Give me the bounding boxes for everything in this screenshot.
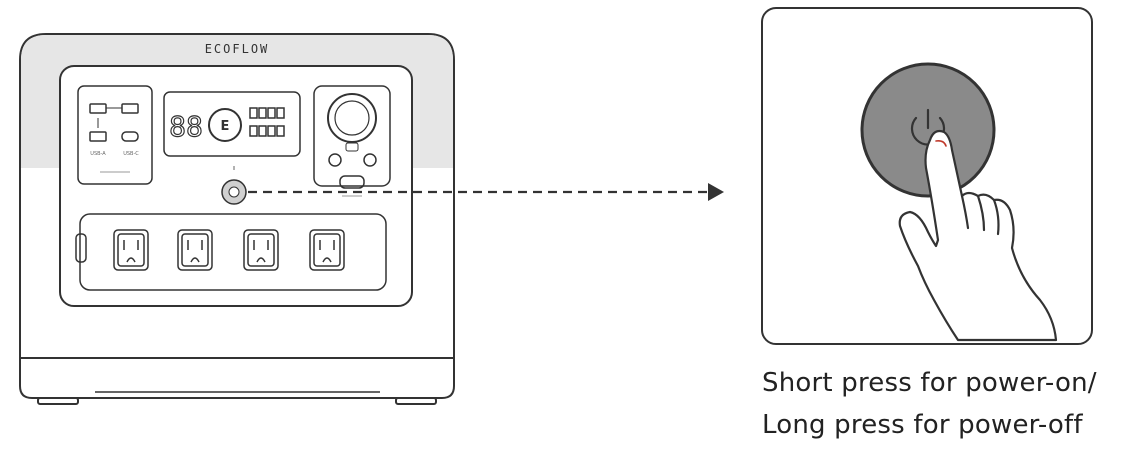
- ac-outlet-2: [177, 229, 213, 271]
- usb-a-port-3: [89, 131, 107, 142]
- battery-ring: [208, 108, 242, 142]
- ac-outlet-1: [113, 229, 149, 271]
- power-station: ECOFLOW USB-A USB-C 88 E: [19, 33, 455, 405]
- dc-port-left: [328, 153, 342, 167]
- dashed-arrow: [248, 183, 724, 201]
- display-digits: 88: [169, 110, 203, 143]
- usb-c-port-1: [121, 131, 139, 142]
- usb-c-port-2: [339, 175, 365, 189]
- dc-port-right: [363, 153, 377, 167]
- usb-a-label: USB-A: [90, 151, 106, 157]
- svg-text:E: E: [221, 119, 230, 134]
- hand-illustration: [898, 129, 1058, 342]
- caption-line-2: Long press for power-off: [762, 410, 1083, 440]
- caption-line-1: Short press for power-on/: [762, 368, 1097, 398]
- arrow-head: [708, 183, 724, 201]
- ac-outlet-3: [243, 229, 279, 271]
- usb-module: [77, 85, 153, 185]
- usb-c-label: USB-C: [123, 151, 139, 157]
- usb-c-port-side: [75, 233, 87, 263]
- left-foot: [37, 397, 79, 405]
- ac-outlet-4: [309, 229, 345, 271]
- zoomed-power-button[interactable]: [860, 62, 996, 198]
- zoomed-button-panel: [761, 7, 1093, 345]
- bar-indicators: [249, 107, 285, 137]
- brand-logo: ECOFLOW: [205, 42, 270, 56]
- right-foot: [395, 397, 437, 405]
